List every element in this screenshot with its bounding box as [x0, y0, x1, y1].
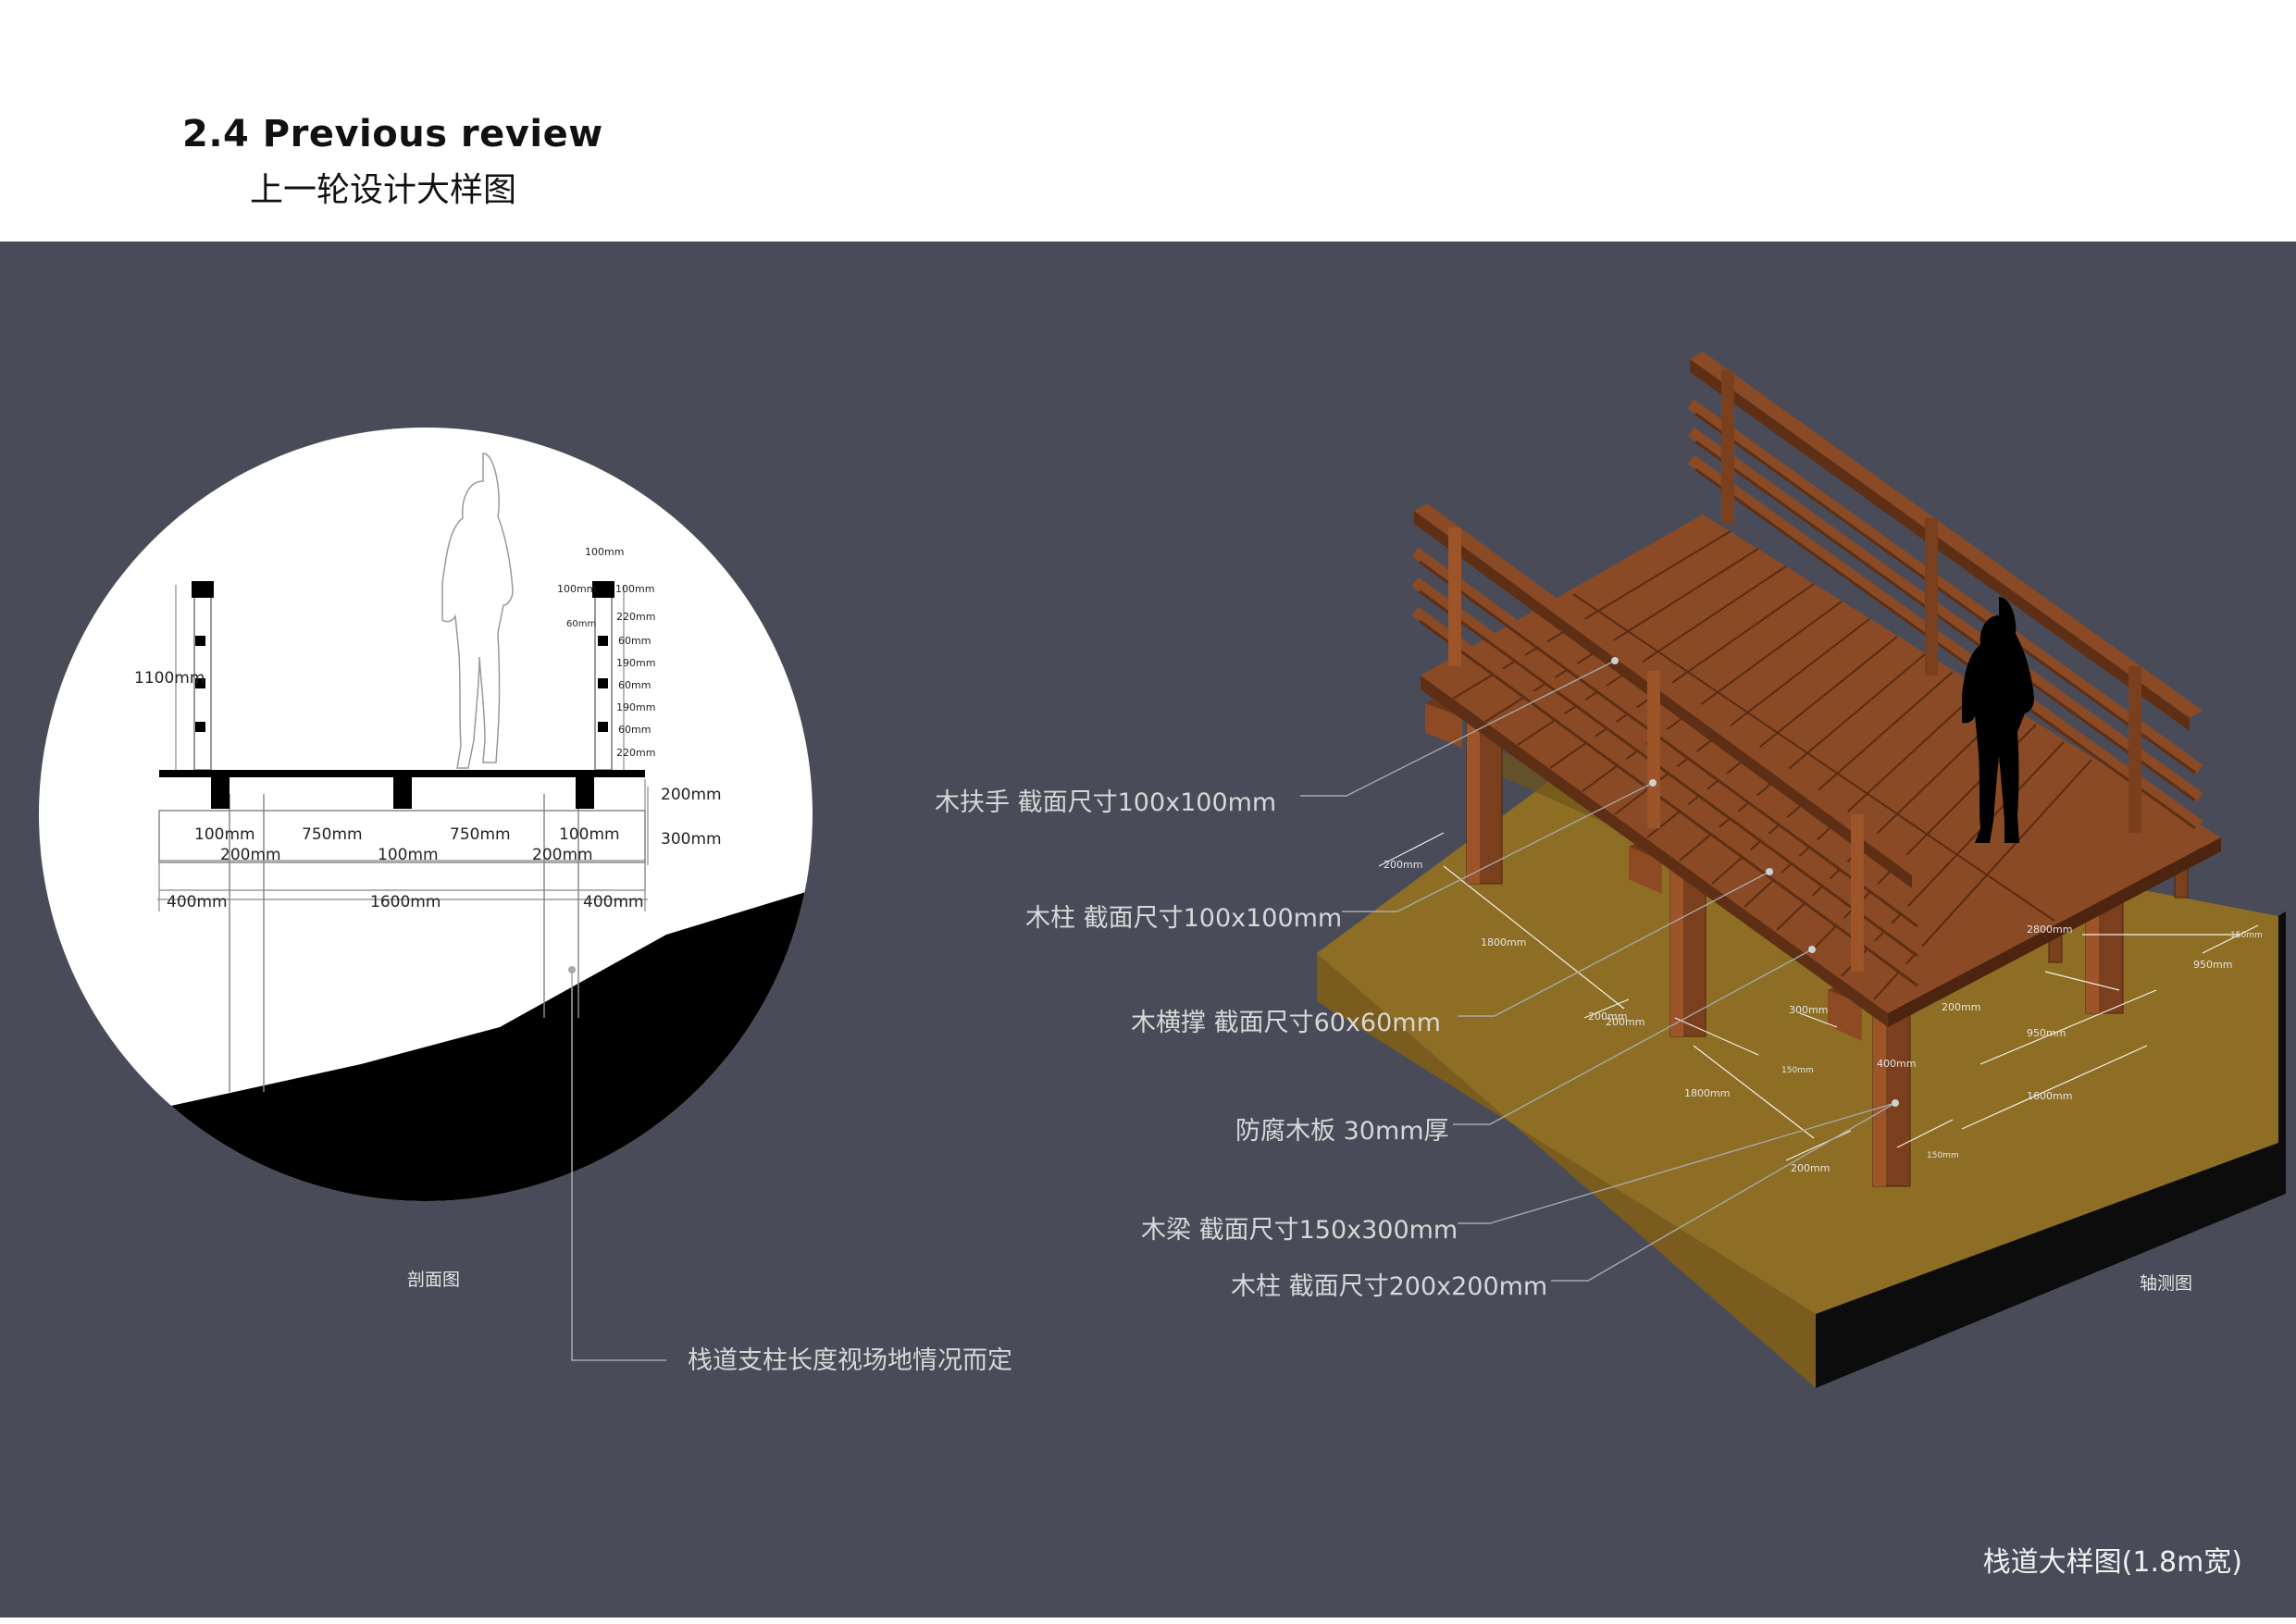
page-title-cn: 上一轮设计大样图: [250, 171, 517, 209]
axo-dim-2: 200mm: [1588, 1010, 1628, 1023]
axo-dim-1: 1800mm: [1481, 936, 1527, 948]
callout-brace: 木横撑 截面尺寸60x60mm: [1131, 1009, 1441, 1037]
axo-dim-9: 300mm: [1789, 1004, 1829, 1016]
dim-220b: 220mm: [616, 747, 655, 759]
dim-b750b: 750mm: [450, 825, 511, 844]
axo-dim-0: 200mm: [1384, 859, 1423, 871]
footer-title: 栈道大样图(1.8m宽): [1982, 1546, 2242, 1579]
axo-dim-15: 150mm: [2230, 931, 2263, 940]
dim-r100: 100mm: [615, 583, 654, 595]
dim-height: 1100mm: [134, 669, 205, 688]
section-terrain: [39, 884, 813, 1201]
person-outline: [441, 452, 514, 769]
axo-caption: 轴测图: [2140, 1273, 2193, 1294]
axo-dim-3: 1800mm: [1684, 1087, 1731, 1099]
dim-b100a: 100mm: [194, 825, 255, 844]
dim-60b: 60mm: [618, 679, 651, 691]
dim-w1600: 1600mm: [370, 893, 441, 911]
dim-190b: 190mm: [616, 701, 655, 713]
dim-60a: 60mm: [618, 635, 651, 647]
axo-dim-5: 2800mm: [2027, 924, 2073, 936]
dim-190a: 190mm: [616, 657, 655, 669]
callout-post-large: 木柱 截面尺寸200x200mm: [1231, 1272, 1548, 1301]
section-caption: 剖面图: [407, 1270, 461, 1290]
dim-b100b: 100mm: [378, 846, 439, 864]
soil-front: [1816, 911, 2286, 1388]
railing-near: [1411, 503, 1926, 987]
axo-dim-14: 150mm: [1927, 1151, 1959, 1160]
dim-w400a: 400mm: [167, 893, 228, 911]
axo-dim-8: 1600mm: [2027, 1090, 2073, 1102]
dim-b200a: 200mm: [220, 846, 281, 864]
axo-dim-11: 200mm: [1942, 1001, 1981, 1013]
callout-beam: 木梁 截面尺寸150x300mm: [1141, 1216, 1458, 1245]
section-deck: [159, 770, 645, 777]
dim-side60: 60mm: [566, 619, 596, 629]
ground-left-face: [1317, 953, 1816, 1388]
dim-side100: 100mm: [557, 583, 596, 595]
post-length-note: 栈道支柱长度视场地情况而定: [688, 1346, 1012, 1375]
dim-w400b: 400mm: [583, 893, 644, 911]
dim-b100c: 100mm: [559, 825, 620, 844]
dim-300: 300mm: [661, 830, 722, 849]
dim-top: 100mm: [585, 546, 624, 558]
dim-200: 200mm: [661, 786, 722, 804]
dim-b750a: 750mm: [302, 825, 363, 844]
railing-far: [1687, 352, 2203, 833]
callout-post-small: 木柱 截面尺寸100x100mm: [1025, 904, 1343, 933]
axo-dim-6: 950mm: [2193, 959, 2233, 971]
deck-top: [1421, 514, 2221, 1013]
axo-dim-10: 400mm: [1877, 1058, 1917, 1070]
dim-60c: 60mm: [618, 724, 651, 736]
dim-220a: 220mm: [616, 611, 655, 623]
axo-dim-13: 150mm: [1781, 1066, 1814, 1075]
person-silhouette: [1962, 597, 2034, 843]
callout-handrail: 木扶手 截面尺寸100x100mm: [935, 788, 1277, 817]
axo-dim-12: 200mm: [1606, 1016, 1645, 1028]
dim-b200b: 200mm: [532, 846, 593, 864]
callout-deck-board: 防腐木板 30mm厚: [1235, 1117, 1449, 1146]
axo-dim-4: 200mm: [1791, 1162, 1831, 1174]
page-title-en: 2.4 Previous review: [182, 113, 603, 155]
section-view: 1100mm 100mm 100mm 60mm 100mm 220mm 60mm…: [39, 428, 813, 1361]
axo-view: [1300, 352, 2286, 1388]
soil-side: [2278, 911, 2286, 1194]
axo-dim-7: 950mm: [2027, 1027, 2066, 1039]
